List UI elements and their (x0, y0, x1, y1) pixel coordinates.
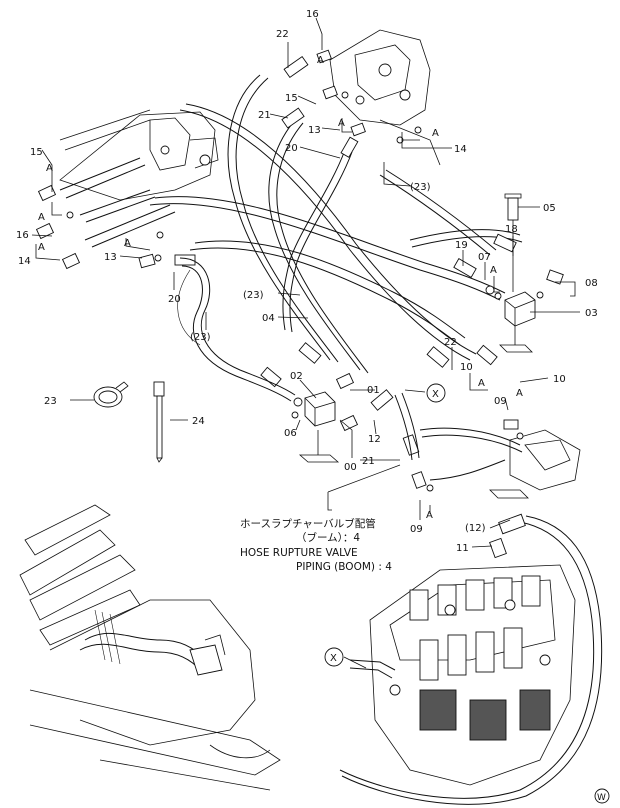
left-hose-loop (177, 257, 296, 402)
hose-ferrules (174, 55, 517, 388)
detail-x-label-2: X (330, 653, 337, 664)
caption-jp-qty: （ブーム）：4 (296, 531, 360, 544)
control-valve (339, 513, 603, 805)
callout-ref-a: A (426, 510, 433, 521)
upper-left-fittings (35, 157, 176, 270)
callout: 03 (585, 308, 598, 319)
hose-clamp (93, 381, 129, 408)
callout: 16 (306, 9, 319, 20)
callout: 12 (368, 434, 381, 445)
callout: 10 (460, 362, 473, 373)
callout: 19 (455, 240, 468, 251)
callout: 20 (285, 143, 298, 154)
detail-x-marker (426, 383, 446, 403)
callout-ref-a: A (317, 55, 324, 66)
corner-mark-letter: W (597, 793, 606, 803)
callout: 01 (367, 385, 380, 396)
callout-ref-a: A (516, 388, 523, 399)
leader-lines (31, 17, 580, 669)
callout: (23) (410, 182, 431, 193)
callout: 22 (276, 29, 289, 40)
hose-bundle (149, 74, 523, 374)
callout: 05 (543, 203, 556, 214)
callout-ref-a: A (38, 212, 45, 223)
callout-labels: 16 22 A 15 21 13 A A 14 20 (23) 15 A 16 … (16, 9, 598, 667)
callout: (23) (190, 332, 211, 343)
corner-mark-circle (594, 788, 610, 804)
callout: 02 (290, 371, 303, 382)
detail-x-marker-2 (324, 647, 344, 667)
caption-jp-title: ホースラプチャーバルブ配管 (240, 517, 376, 530)
callout: 13 (104, 252, 117, 263)
callout: 06 (284, 428, 297, 439)
corner-mark: W (594, 788, 610, 804)
callout-ref-a: A (432, 128, 439, 139)
caption: ホースラプチャーバルブ配管 （ブーム）：4 HOSE RUPTURE VALVE… (240, 517, 392, 573)
callout-ref-a: A (478, 378, 485, 389)
caption-en-qty: PIPING (BOOM) : 4 (296, 561, 392, 573)
detail-x-label: X (432, 389, 439, 400)
callout: 18 (505, 224, 518, 235)
callout-ref-a: A (46, 163, 53, 174)
callout: 09 (494, 396, 507, 407)
callout: 07 (478, 252, 491, 263)
callout: 22 (444, 337, 457, 348)
callout: 09 (410, 524, 423, 535)
cable-tie (153, 381, 165, 463)
callout-ref-a: A (124, 238, 131, 249)
callout: 10 (553, 374, 566, 385)
callout-ref-a: A (338, 118, 345, 129)
callout-ref-a: A (38, 242, 45, 253)
callout: 08 (585, 278, 598, 289)
callout: 21 (258, 110, 271, 121)
callout: 15 (30, 147, 43, 158)
callout: 00 (344, 462, 357, 473)
callout: 04 (262, 313, 275, 324)
callout: 20 (168, 294, 181, 305)
callout: 23 (44, 396, 57, 407)
upper-right-valve-block (316, 29, 441, 166)
lower-right-manifold (370, 389, 581, 499)
callout: 16 (16, 230, 29, 241)
callout: 13 (308, 125, 321, 136)
callout-ref-a: A (490, 265, 497, 276)
callout: 14 (18, 256, 31, 267)
callout: 15 (285, 93, 298, 104)
callout: (23) (243, 290, 264, 301)
callout: 14 (454, 144, 467, 155)
upper-left-valve-block (59, 109, 219, 201)
lower-center-valve (291, 372, 359, 463)
callout: 11 (456, 543, 469, 554)
boom-sketch (19, 504, 281, 791)
callout: 21 (362, 456, 375, 467)
caption-en-title: HOSE RUPTURE VALVE (240, 547, 358, 559)
right-valve (485, 193, 564, 353)
callout: 24 (192, 416, 205, 427)
callout: (12) (465, 523, 486, 534)
